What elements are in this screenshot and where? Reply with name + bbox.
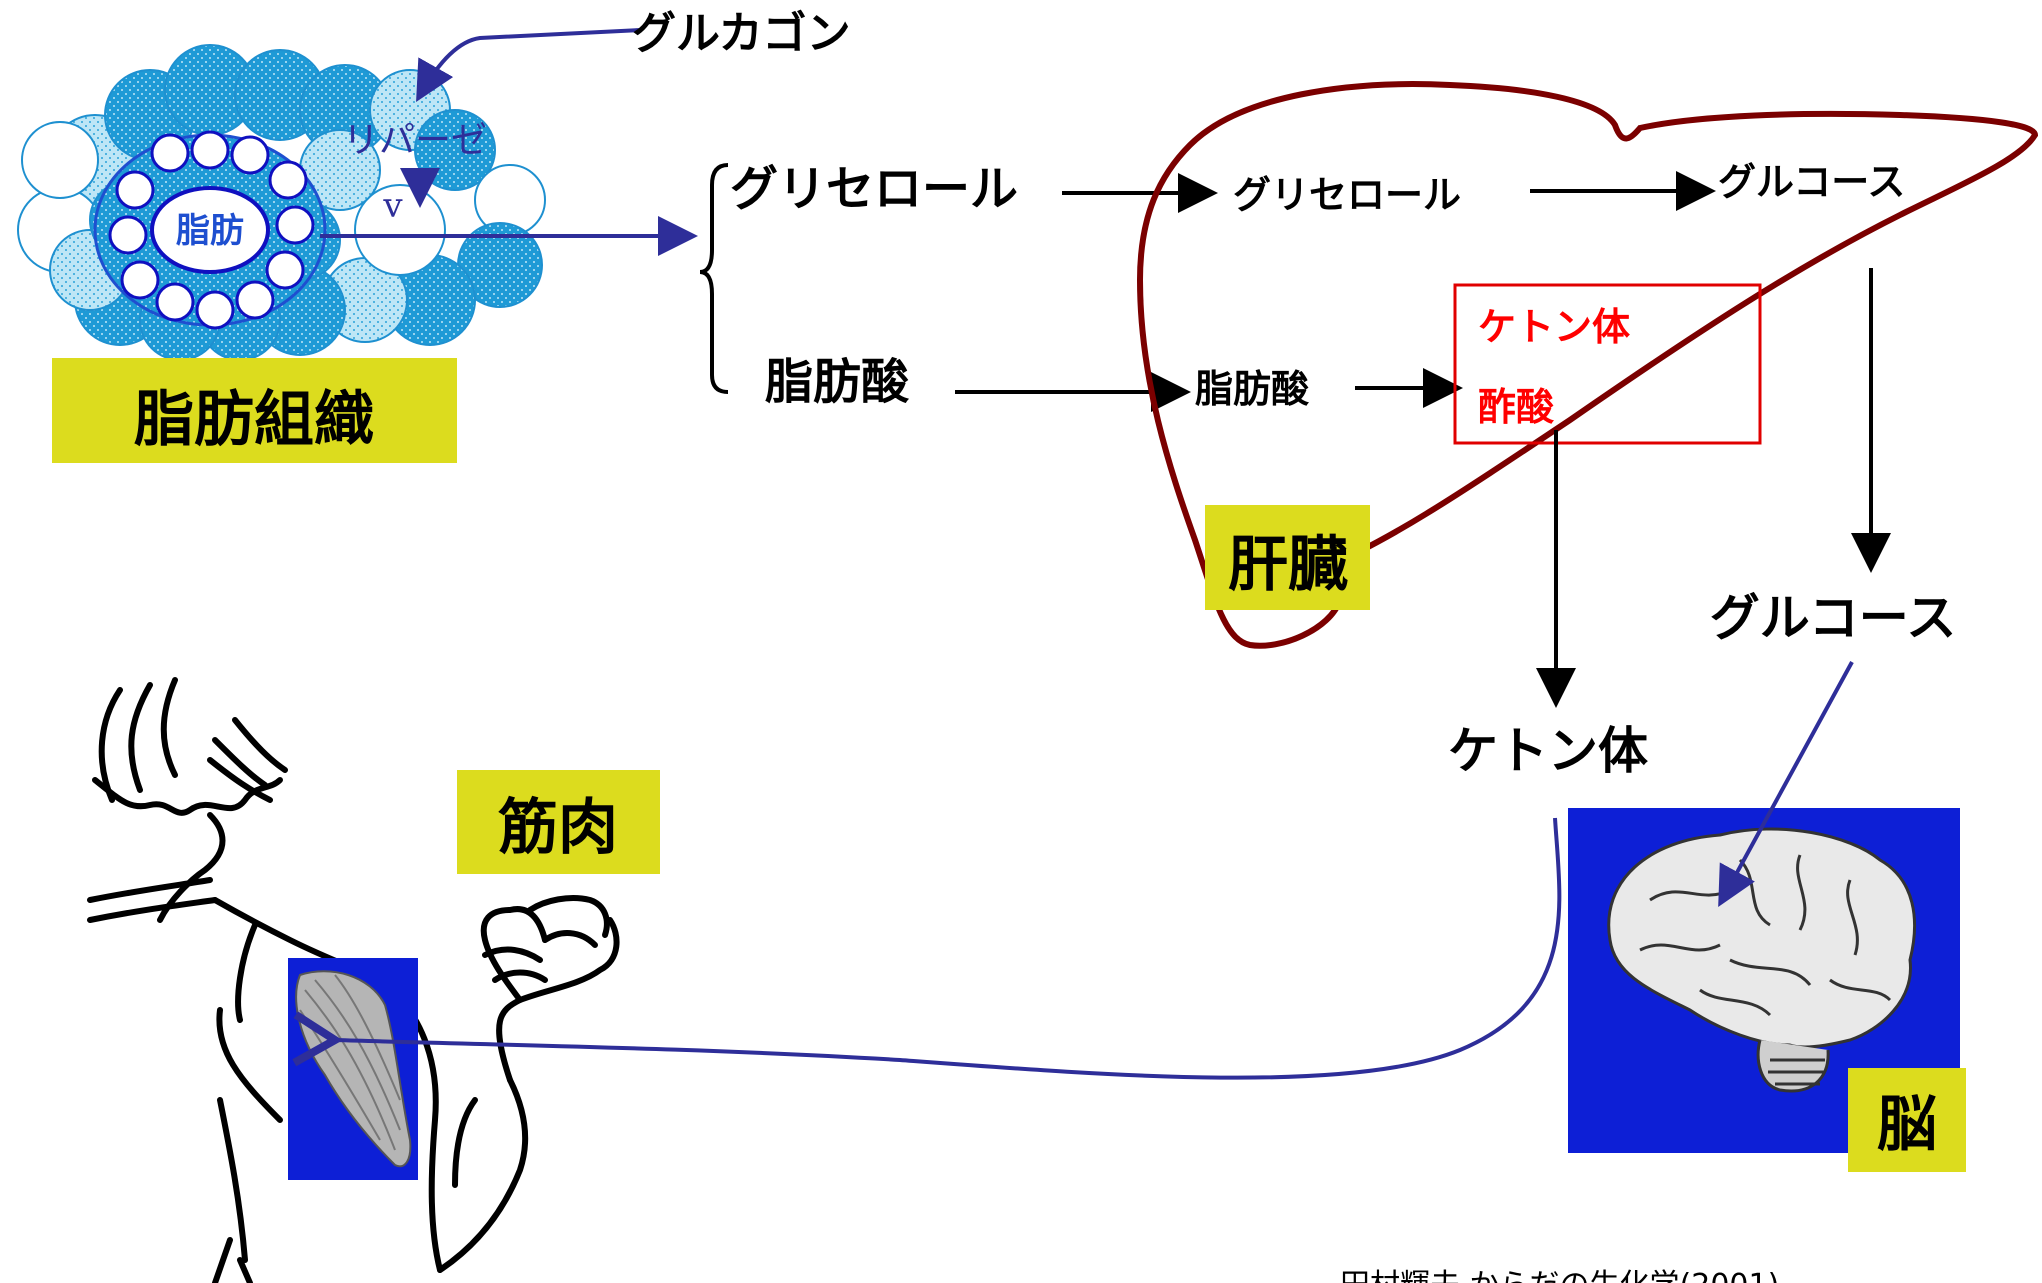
blood-glucose-label: グルコース — [1710, 589, 1957, 647]
glycerol-label: グリセロール — [730, 161, 1018, 217]
brain-label-box — [1848, 1068, 1966, 1172]
brain-label: 脳 — [1877, 1090, 1937, 1160]
brain-image — [1607, 827, 1916, 1093]
liver-label: 肝臓 — [1228, 530, 1348, 600]
liver-outline — [1136, 81, 2039, 649]
fat-droplet — [93, 130, 327, 330]
glucagon-arrow — [416, 28, 641, 102]
glucagon-label: グルカゴン — [632, 8, 851, 59]
ketone-box-line2: 酢酸 — [1478, 385, 1555, 429]
liver-glycerol-label: グリセロール — [1233, 173, 1461, 217]
lipase-label: リパーゼ — [343, 120, 487, 161]
fatty-acid-label: 脂肪酸 — [765, 354, 910, 410]
glucose-to-brain-arrow — [1718, 661, 1854, 908]
ketone-to-muscle-arrow — [292, 817, 1562, 1080]
liver-glucose-label: グルコース — [1718, 160, 1905, 204]
muscle-label-box — [457, 770, 660, 874]
adipose-label-box — [52, 358, 457, 463]
ketone-box-line1: ケトン体 — [1478, 305, 1630, 349]
brace — [699, 163, 729, 394]
muscle-label: 筋肉 — [498, 793, 618, 863]
fat-droplet-label: 脂肪 — [176, 211, 244, 251]
source-credit: 田村輝夫 からだの生化学(2001) — [1340, 1268, 1779, 1283]
liver-fatty-acid-label: 脂肪酸 — [1195, 367, 1310, 411]
lipase-mark: v — [382, 186, 403, 226]
ketone-box — [1453, 283, 1762, 445]
blood-ketone-label: ケトン体 — [1448, 722, 1648, 780]
liver-label-box — [1205, 505, 1370, 610]
adipose-tissue-label: 脂肪組織 — [134, 385, 374, 455]
